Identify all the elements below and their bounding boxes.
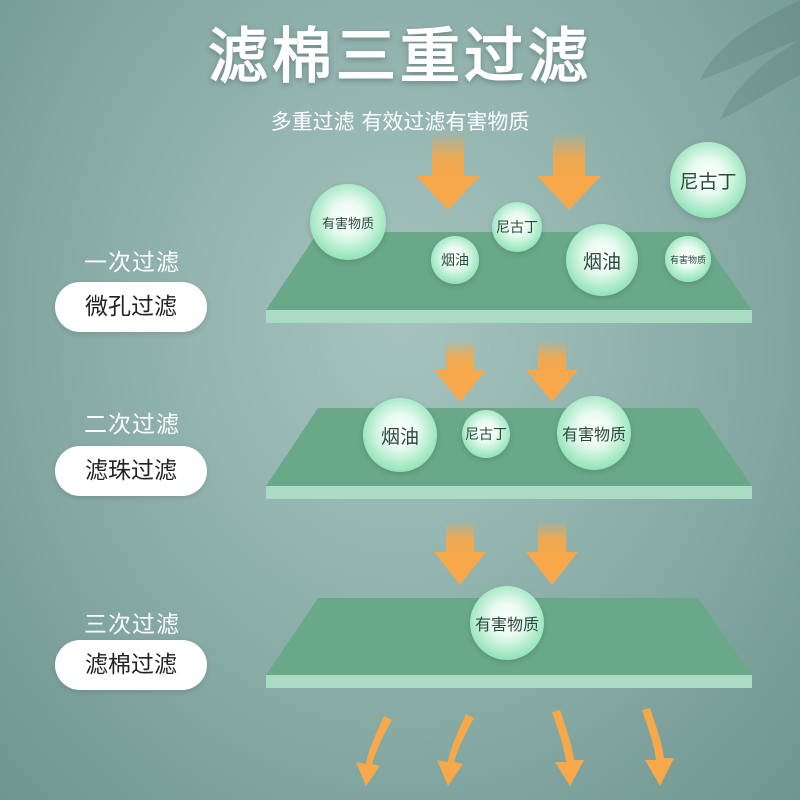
particle-bubble: 烟油 [566, 224, 638, 296]
down-arrow-icon [537, 132, 601, 210]
stage-1-pill: 微孔过滤 [55, 282, 207, 332]
filter-layer-3-edge [266, 675, 752, 688]
filter-layer-2-edge [266, 486, 752, 499]
page-title: 滤棉三重过滤 [208, 22, 592, 92]
curved-arrow-icon [642, 708, 674, 786]
filter-layer-1-edge [266, 310, 752, 323]
stage-2-pill: 滤珠过滤 [55, 446, 207, 496]
particle-bubble: 烟油 [431, 236, 479, 284]
curved-arrow-icon [356, 716, 392, 786]
particle-bubble: 有害物质 [665, 236, 711, 282]
stage-3-label: 三次过滤 [84, 612, 180, 638]
particle-bubble: 有害物质 [557, 396, 631, 470]
curved-arrow-icon [552, 710, 584, 786]
down-arrow-icon [416, 132, 480, 210]
page-subtitle: 多重过滤 有效过滤有害物质 [270, 110, 530, 134]
down-arrow-icon [434, 340, 486, 402]
down-arrow-icon [526, 340, 578, 402]
down-arrow-icon [434, 520, 486, 585]
particle-bubble: 尼古丁 [492, 202, 542, 252]
particle-bubble: 烟油 [363, 398, 437, 472]
particle-bubble: 尼古丁 [462, 410, 510, 458]
filter-layer-2 [266, 408, 752, 486]
down-arrow-icon [526, 520, 578, 585]
particle-bubble: 尼古丁 [670, 142, 746, 218]
curved-arrow-icon [437, 714, 474, 786]
stage-3-pill: 滤棉过滤 [55, 640, 207, 690]
stage-2-label: 二次过滤 [84, 412, 180, 438]
particle-bubble: 有害物质 [310, 184, 386, 260]
particle-bubble: 有害物质 [470, 586, 544, 660]
stage-1-label: 一次过滤 [84, 250, 180, 276]
